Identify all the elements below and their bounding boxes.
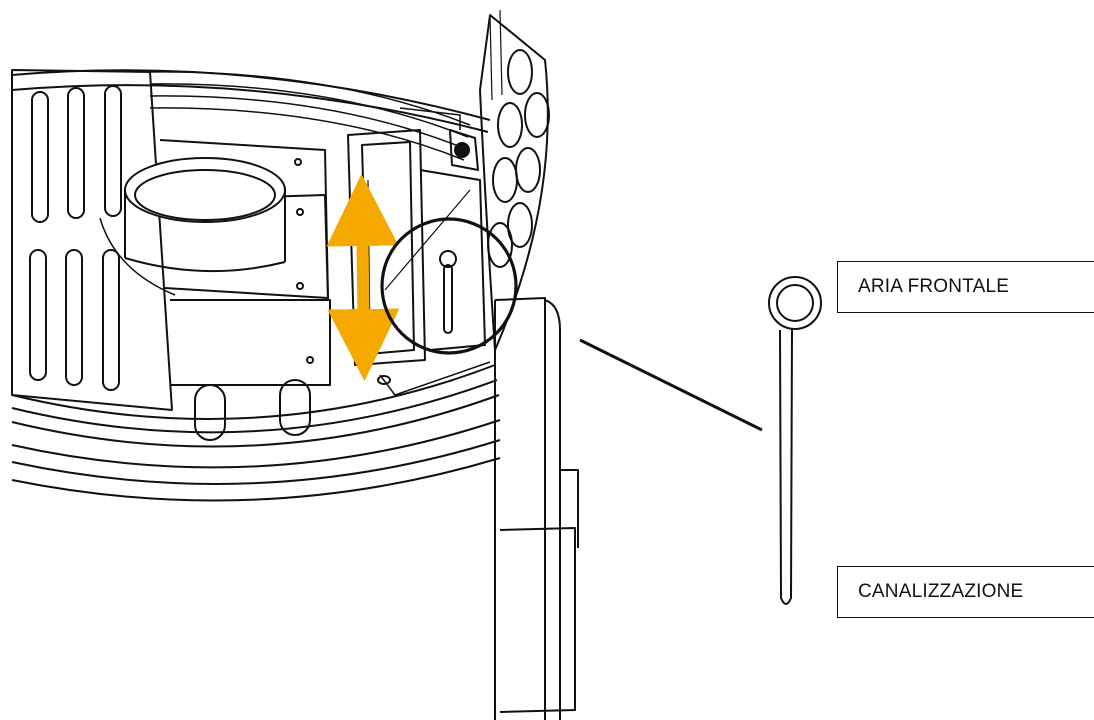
leader-line — [579, 338, 763, 432]
highlight-circle-icon — [380, 217, 518, 355]
stove-body — [11, 9, 579, 720]
double-headed-arrow-icon — [326, 174, 400, 381]
ducting-label: CANALIZZAZIONE — [837, 566, 1094, 618]
lever-detail-icon — [768, 276, 822, 605]
front-air-label: ARIA FRONTALE — [837, 261, 1094, 313]
lever-knob-icon — [439, 250, 457, 334]
